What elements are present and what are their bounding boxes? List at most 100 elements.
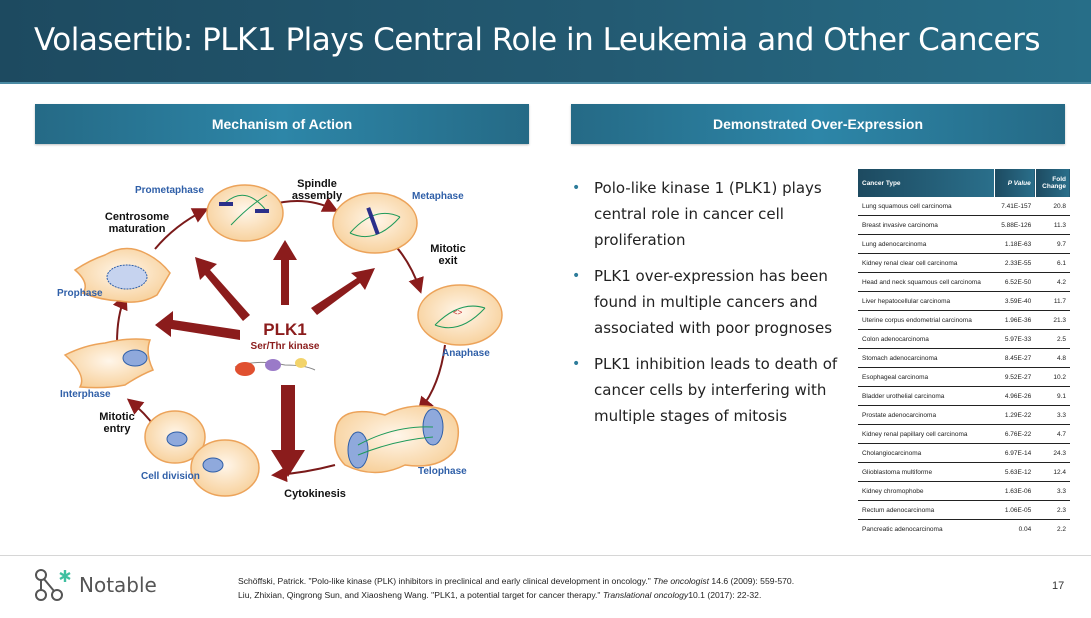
cell-cancer-type: Breast invasive carcinoma bbox=[858, 215, 995, 235]
cell-fold-change: 9.7 bbox=[1035, 234, 1070, 254]
label-anaphase: Anaphase bbox=[442, 348, 490, 359]
metaphase-cell bbox=[332, 192, 418, 254]
bullet-item: •PLK1 over-expression has been found in … bbox=[572, 263, 842, 341]
page-number: 17 bbox=[1052, 580, 1065, 592]
label-mitotic-exit-1: Mitotic bbox=[430, 243, 465, 255]
asterisk-icon bbox=[59, 570, 71, 582]
cell-p-value: 5.97E-33 bbox=[994, 329, 1036, 349]
plk1-sublabel: Ser/Thr kinase bbox=[251, 341, 320, 352]
cell-p-value: 1.63E-06 bbox=[994, 481, 1036, 501]
cell-fold-change: 3.3 bbox=[1035, 481, 1070, 501]
reference-1: Schöffski, Patrick. "Polo-like kinase (P… bbox=[238, 576, 795, 586]
cell-cancer-type: Kidney renal papillary cell carcinoma bbox=[858, 424, 995, 444]
svg-text:<>: <> bbox=[453, 308, 463, 317]
col-header-cancer-type: Cancer Type bbox=[858, 169, 995, 197]
cell-cancer-type: Kidney chromophobe bbox=[858, 481, 995, 501]
references: Schöffski, Patrick. "Polo-like kinase (P… bbox=[238, 574, 794, 602]
cell-p-value: 6.52E-50 bbox=[994, 272, 1036, 292]
bullet-item: •PLK1 inhibition leads to death of cance… bbox=[572, 351, 842, 429]
interphase-cell bbox=[63, 338, 155, 389]
label-spindle-assembly-1: Spindle bbox=[297, 178, 337, 190]
bullet-item: •Polo-like kinase 1 (PLK1) plays central… bbox=[572, 175, 842, 253]
cell-fold-change: 6.1 bbox=[1035, 253, 1070, 273]
bullet-icon: • bbox=[572, 356, 581, 372]
plk1-arrow-up bbox=[273, 240, 297, 305]
cell-cancer-type: Colon adenocarcinoma bbox=[858, 329, 995, 349]
col-header-p-value: P Value bbox=[994, 169, 1036, 197]
cell-cancer-type: Rectum adenocarcinoma bbox=[858, 500, 995, 520]
cell-cancer-type: Head and neck squamous cell carcinoma bbox=[858, 272, 995, 292]
label-mitotic-entry-1: Mitotic bbox=[99, 411, 134, 423]
notable-logo-icon bbox=[35, 569, 71, 601]
cell-cancer-type: Uterine corpus endometrial carcinoma bbox=[858, 310, 995, 330]
cell-p-value: 4.96E-26 bbox=[994, 386, 1036, 406]
cell-cancer-type: Liver hepatocellular carcinoma bbox=[858, 291, 995, 311]
footer-divider bbox=[0, 555, 1091, 556]
title-bar: Volasertib: PLK1 Plays Central Role in L… bbox=[0, 0, 1091, 84]
plk1-protein-icon bbox=[234, 358, 316, 376]
arrow-prophase-prometaphase bbox=[154, 208, 209, 250]
notable-logo: Notable bbox=[33, 568, 157, 602]
telophase-cell bbox=[334, 405, 460, 474]
cell-fold-change: 21.3 bbox=[1035, 310, 1070, 330]
cell-cancer-type: Kidney renal clear cell carcinoma bbox=[858, 253, 995, 273]
cell-p-value: 1.96E-36 bbox=[994, 310, 1036, 330]
bullet-icon: • bbox=[572, 268, 581, 284]
cell-cancer-type: Prostate adenocarcinoma bbox=[858, 405, 995, 425]
cell-p-value: 5.63E-12 bbox=[994, 462, 1036, 482]
label-spindle-assembly-2: assembly bbox=[292, 190, 343, 202]
plk1-arrow-down bbox=[271, 385, 305, 477]
cell-fold-change: 11.7 bbox=[1035, 291, 1070, 311]
slide-title: Volasertib: PLK1 Plays Central Role in L… bbox=[34, 22, 1041, 58]
cell-cancer-type: Lung squamous cell carcinoma bbox=[858, 197, 995, 216]
reference-2: Liu, Zhixian, Qingrong Sun, and Xiaoshen… bbox=[238, 590, 762, 600]
cell-fold-change: 9.1 bbox=[1035, 386, 1070, 406]
label-mitotic-exit-2: exit bbox=[439, 255, 458, 267]
cell-p-value: 6.76E-22 bbox=[994, 424, 1036, 444]
prometaphase-cell bbox=[206, 184, 284, 242]
label-centrosome-maturation-1: Centrosome bbox=[105, 211, 169, 223]
bullet-list: •Polo-like kinase 1 (PLK1) plays central… bbox=[572, 175, 842, 439]
anaphase-cell: <> bbox=[417, 284, 503, 346]
cell-cancer-type: Esophageal carcinoma bbox=[858, 367, 995, 387]
arrow-telophase-division bbox=[271, 464, 336, 483]
overexpression-section-header: Demonstrated Over-Expression bbox=[571, 104, 1065, 144]
cell-cancer-type: Pancreatic adenocarcinoma bbox=[862, 525, 943, 533]
bullet-icon: • bbox=[572, 180, 581, 196]
cell-cancer-type: Cholangiocarcinoma bbox=[858, 443, 995, 463]
cell-p-value: 7.41E-157 bbox=[994, 197, 1036, 216]
arrow-anaphase-telophase bbox=[417, 344, 446, 414]
cell-fold-change: 4.7 bbox=[1035, 424, 1070, 444]
cell-fold-change: 4.2 bbox=[1035, 272, 1070, 292]
plk1-arrow-up-right bbox=[311, 268, 375, 315]
label-centrosome-maturation-2: maturation bbox=[109, 223, 166, 235]
cell-cancer-type: Stomach adenocarcinoma bbox=[858, 348, 995, 368]
cell-fold-change: 3.3 bbox=[1035, 405, 1070, 425]
cell-fold-change: 11.3 bbox=[1035, 215, 1070, 235]
cell-p-value: 2.33E-55 bbox=[994, 253, 1036, 273]
cell-division-cells bbox=[144, 410, 260, 497]
cell-p-value: 6.97E-14 bbox=[994, 443, 1036, 463]
plk1-label: PLK1 bbox=[263, 320, 306, 339]
cell-fold-change: 2.5 bbox=[1035, 329, 1070, 349]
arrow-interphase-prophase bbox=[112, 293, 128, 344]
cell-fold-change: 24.3 bbox=[1035, 443, 1070, 463]
cell-fold-change: 2.3 bbox=[1035, 500, 1070, 520]
cell-p-value: 8.45E-27 bbox=[994, 348, 1036, 368]
label-cytokinesis: Cytokinesis bbox=[284, 488, 346, 500]
label-interphase: Interphase bbox=[60, 389, 111, 400]
